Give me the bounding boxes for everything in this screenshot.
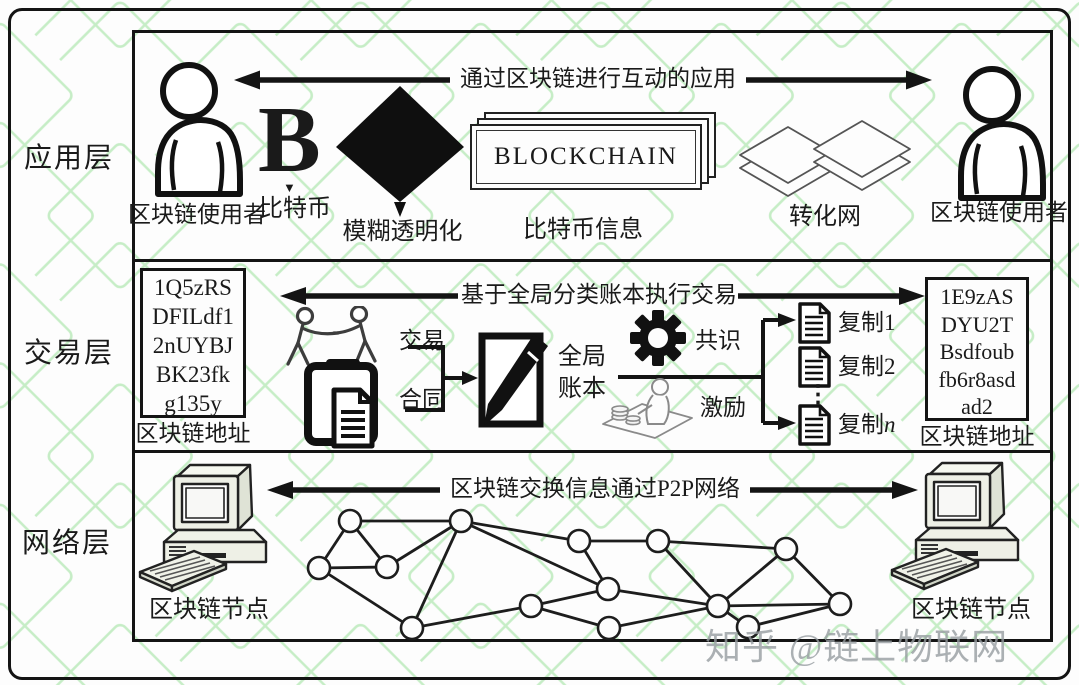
application-layer-label: 应用层 (24, 143, 115, 174)
user-right-label: 区块链使用者 (930, 200, 1068, 225)
ledger-label-line2: 账本 (558, 376, 606, 402)
consensus-gear-icon (630, 310, 686, 366)
consensus-label: 共识 (695, 328, 741, 353)
diamond-icon (336, 86, 464, 217)
layer-boxes (132, 30, 1053, 642)
bitcoin-symbol: B (258, 88, 321, 192)
transaction-arrow-label: 基于全局分类账本执行交易 (461, 282, 737, 307)
blockchain-address-label-left: 区块链地址 (135, 421, 251, 446)
blockchain-card-inner-border (476, 130, 696, 184)
network-arrow (267, 481, 918, 499)
graph-node (773, 536, 799, 562)
transform-net-label: 转化网 (789, 204, 861, 230)
graph-edge (460, 519, 580, 543)
graph-node (566, 528, 592, 554)
graph-edge (785, 548, 841, 605)
graph-node (705, 593, 731, 619)
address-line: g135y (164, 391, 222, 416)
graph-edge (657, 539, 787, 551)
contract-icon (304, 359, 378, 449)
bitcoin-label: 比特币 (259, 196, 331, 222)
watermark: 知乎 @链上物联网 (705, 627, 1009, 667)
network-layer-label: 网络层 (22, 528, 113, 559)
ledger-label-line1: 全局 (558, 344, 606, 370)
user-icon (958, 66, 1046, 201)
graph-edge (411, 604, 532, 630)
blockchain-stack-label: 比特币信息 (523, 217, 643, 243)
replica-2-label: 复制2 (838, 354, 896, 379)
address-line: ad2 (961, 394, 993, 419)
blockchain-address-box-right: 1E9zAS DYU2T Bsdfoub fb6r8asd ad2 (925, 277, 1029, 421)
handshake-icon (286, 306, 377, 366)
network-arrow-label: 区块链交换信息通过P2P网络 (449, 476, 741, 501)
transaction-arrow (280, 287, 925, 305)
incentive-label: 激励 (700, 395, 746, 420)
graph-node (399, 615, 425, 641)
blockchain-card-front: BLOCKCHAIN (470, 124, 702, 190)
address-line: 1E9zAS (940, 284, 1014, 309)
graph-node (596, 615, 622, 641)
graph-edge (410, 520, 463, 629)
replication-connector (618, 313, 796, 430)
address-line: fb6r8asd (938, 366, 1016, 392)
graph-node (306, 555, 332, 581)
graph-node (595, 576, 621, 602)
user-icon (155, 62, 243, 197)
graph-edge (530, 604, 610, 630)
graph-edge (608, 604, 719, 630)
replica-ellipsis: ⋮ (806, 382, 830, 408)
node-right-label: 区块链节点 (911, 597, 1031, 623)
graph-node (374, 554, 400, 580)
merge-connector (405, 345, 478, 412)
graph-edge (318, 566, 413, 630)
graph-node (518, 593, 544, 619)
replica-doc-icon (798, 404, 831, 446)
ledger-icon (478, 332, 548, 428)
blockchain-card-stack: BLOCKCHAIN (470, 112, 720, 198)
application-arrow-label: 通过区块链进行互动的应用 (460, 66, 736, 91)
node-left-label: 区块链节点 (149, 597, 269, 623)
graph-edge (530, 587, 609, 608)
outer-frame (8, 8, 1071, 680)
transform-net-icon (739, 120, 911, 197)
computer-icon (890, 461, 1020, 591)
application-arrow (234, 70, 932, 90)
replica-1-label: 复制1 (838, 310, 896, 335)
blockchain-address-label-right: 区块链地址 (919, 424, 1035, 449)
replica-doc-icon (798, 346, 831, 388)
graph-edge (747, 602, 841, 629)
replica-n-prefix: 复制 (838, 412, 884, 437)
address-line: 1Q5zRS (154, 275, 232, 300)
graph-node (645, 528, 671, 554)
user-left-label: 区块链使用者 (128, 202, 266, 227)
address-line: 2nUYBJ (152, 333, 234, 358)
address-line: DFILdf1 (152, 304, 234, 329)
address-line: DYU2T (940, 311, 1014, 337)
blockchain-card-text: BLOCKCHAIN (494, 143, 678, 170)
graph-edge (656, 540, 720, 607)
address-line: BK23fk (155, 362, 231, 387)
blockchain-address-box-left: 1Q5zRS DFILdf1 2nUYBJ BK23fk g135y (140, 268, 246, 418)
graph-edge (717, 602, 841, 608)
graph-edge (717, 547, 787, 608)
graph-node (827, 591, 853, 617)
computer-icon (138, 463, 268, 593)
bitcoin-marker-icon: ▼ (283, 180, 296, 195)
diamond-label: 模糊透明化 (342, 219, 463, 245)
contract-label: 合同 (399, 387, 445, 412)
incentive-icon (602, 378, 693, 439)
graph-node (735, 614, 761, 640)
p2p-graph (306, 508, 853, 641)
address-line: Bsdfoub (939, 339, 1015, 364)
replica-doc-icon (798, 302, 831, 344)
graph-node (448, 508, 474, 534)
replica-n-suffix: n (884, 412, 896, 437)
replica-n-label: 复制n (838, 412, 898, 438)
graph-edge (460, 519, 609, 591)
graph-node (337, 508, 363, 534)
network-layer-box (132, 450, 1053, 642)
graph-edge (607, 587, 719, 608)
transaction-layer-label: 交易层 (24, 338, 115, 369)
graph-edge (386, 519, 462, 569)
